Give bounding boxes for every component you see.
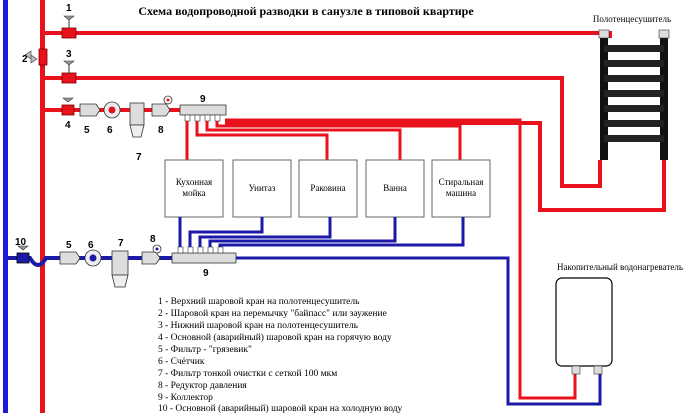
water-heater-label: Накопительный водонагреватель <box>557 262 683 272</box>
upper-ball-valve <box>61 15 77 39</box>
towel-rail-label: Полотенцесушитель <box>593 14 671 24</box>
svg-text:Унитаз: Унитаз <box>249 183 276 193</box>
legend-item: 2 - Шаровой кран на перемычку "байпасс" … <box>158 308 387 319</box>
hot-collector <box>179 104 227 122</box>
water-heater <box>555 277 613 375</box>
svg-text:Кухонная: Кухонная <box>176 177 212 187</box>
towel-rail-hot-pipes <box>44 31 666 212</box>
svg-text:Стиральная: Стиральная <box>439 177 484 187</box>
legend-item: 1 - Верхний шаровой кран на полотенцесуш… <box>158 296 360 307</box>
legend-item: 7 - Фильтр тонкой очистки с сеткой 100 м… <box>158 368 337 379</box>
fixture-washbasin: Раковина <box>298 159 358 218</box>
svg-text:мойка: мойка <box>182 188 205 198</box>
callout-5-cold: 5 <box>66 240 72 251</box>
callout-9-cold: 9 <box>203 268 209 279</box>
heater-cold-pipe <box>236 256 602 406</box>
callout-1: 1 <box>66 3 72 14</box>
callout-8-cold: 8 <box>150 234 156 245</box>
fixture-kitchen-sink: Кухонная мойка <box>164 159 224 218</box>
svg-text:машина: машина <box>446 188 476 198</box>
legend-item: 8 - Редуктор давления <box>158 381 247 391</box>
callout-10: 10 <box>15 237 27 248</box>
svg-text:Раковина: Раковина <box>310 183 345 193</box>
hot-branches <box>185 121 462 160</box>
callout-9: 9 <box>200 94 206 105</box>
cold-branches <box>178 217 465 247</box>
callout-3: 3 <box>66 49 72 60</box>
callout-2: 2 <box>22 54 28 65</box>
towel-rail <box>598 29 670 160</box>
callout-7: 7 <box>136 152 142 163</box>
callout-7-cold: 7 <box>118 238 124 249</box>
fixture-toilet: Унитаз <box>232 159 292 218</box>
callout-6: 6 <box>107 125 113 136</box>
legend-item: 3 - Нижний шаровой кран на полотенцесуши… <box>158 320 359 331</box>
legend-item: 4 - Основной (аварийный) шаровой кран на… <box>158 332 392 343</box>
legend-item: 9 - Коллектор <box>158 393 213 403</box>
heater-hot-pipe <box>225 118 577 400</box>
fixture-washing-machine: Стиральная машина <box>431 159 491 218</box>
callout-5: 5 <box>84 125 90 136</box>
cold-water-riser <box>3 0 8 413</box>
hot-water-riser <box>40 0 45 413</box>
legend-item: 5 - Фильтр - "грязевик" <box>158 345 252 355</box>
cold-collector <box>171 246 237 264</box>
lower-ball-valve <box>61 60 77 84</box>
svg-text:Ванна: Ванна <box>383 183 407 193</box>
callout-6-cold: 6 <box>88 240 94 251</box>
legend-item: 6 - Счётчик <box>158 357 205 367</box>
callout-8: 8 <box>158 125 164 136</box>
legend: 1 - Верхний шаровой кран на полотенцесуш… <box>158 296 403 413</box>
cold-inlet-line <box>8 244 172 288</box>
diagram-title: Схема водопроводной разводки в санузле в… <box>138 4 474 18</box>
bypass-valve <box>24 48 48 66</box>
callout-4: 4 <box>65 120 71 131</box>
fixture-bathtub: Ванна <box>365 159 425 218</box>
hot-inlet-line <box>44 95 180 138</box>
legend-item: 10 - Основной (аварийный) шаровой кран н… <box>158 403 403 413</box>
